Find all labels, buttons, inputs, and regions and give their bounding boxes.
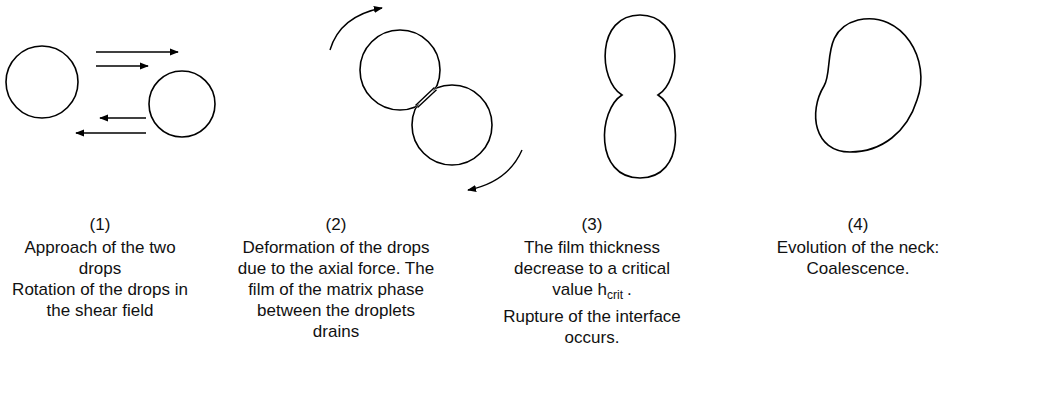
step-number: (1) [90, 215, 111, 234]
approach-panel [6, 46, 215, 137]
step-number: (4) [848, 215, 869, 234]
step-caption: Deformation of the drops due to the axia… [238, 238, 434, 341]
caption-block: Rotation of the drops in the shear field [4, 279, 196, 321]
caption-block: Approach of the two drops [4, 237, 196, 279]
caption-column: (3) The film thickness decrease to a crit… [494, 214, 690, 348]
flow-arrow [96, 65, 148, 66]
step-caption: Coalescence. [806, 259, 909, 278]
step-caption: crit [607, 288, 623, 302]
rotation-arrow [468, 150, 522, 190]
caption-block: The film thickness decrease to a critica… [494, 237, 690, 306]
caption-column: (2) Deformation of the drops due to the a… [236, 214, 436, 342]
step-caption: Rotation of the drops in the shear field [12, 280, 188, 320]
caption-block: Rupture of the interface occurs. [494, 306, 690, 348]
film-face [416, 88, 435, 106]
drop [6, 46, 78, 118]
drop [360, 30, 440, 110]
caption-block: Coalescence. [773, 258, 943, 279]
step-number: (2) [326, 215, 347, 234]
caption-block: (3) [494, 214, 690, 235]
necked-drop [604, 15, 675, 178]
film-face [418, 90, 437, 108]
step-caption: Rupture of the interface occurs. [503, 307, 681, 347]
step-caption: . [627, 280, 632, 299]
caption-block: (1) [4, 214, 196, 235]
step-caption: Evolution of the neck: [777, 238, 940, 257]
coalesced-drop [816, 19, 921, 152]
caption-block: Deformation of the drops due to the axia… [236, 237, 436, 342]
flow-arrow [96, 51, 178, 52]
caption-block: (2) [236, 214, 436, 235]
caption-block: Evolution of the neck: [773, 237, 943, 258]
caption-block: (4) [773, 214, 943, 235]
rotation-arrow [330, 8, 382, 50]
drop [412, 85, 492, 165]
flow-arrow [100, 117, 146, 118]
caption-column: (4) Evolution of the neck: Coalescence. [773, 214, 943, 279]
caption-column: (1) Approach of the two dropsRotation of … [4, 214, 196, 321]
coalescence-illustration [0, 0, 1046, 205]
deformation-panel [330, 8, 522, 190]
step-caption: Approach of the two drops [24, 238, 175, 278]
step-caption: The film thickness decrease to a critica… [514, 238, 670, 299]
flow-arrow [76, 132, 146, 133]
step-number: (3) [582, 215, 603, 234]
drop [149, 71, 215, 137]
